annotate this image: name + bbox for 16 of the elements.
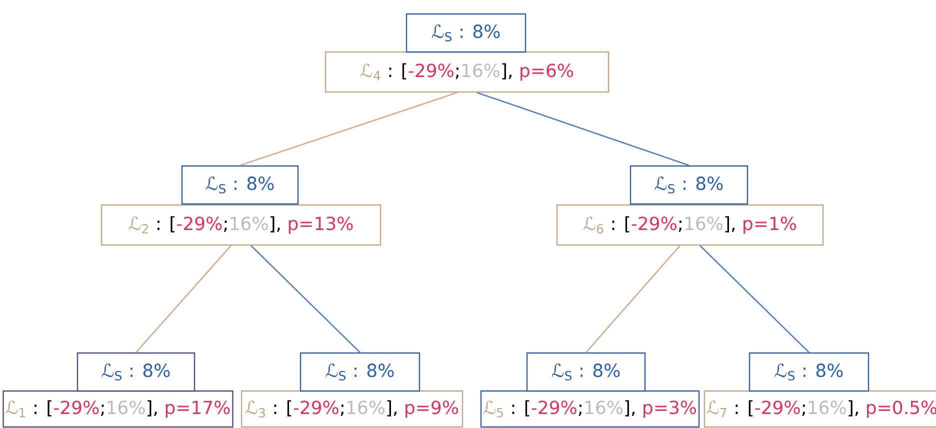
connector-line [240, 92, 458, 166]
interval-box: ℒ$_{3}$ : [-29%; 16%], p=9% [240, 390, 464, 428]
interval-box: ℒ$_{5}$ : [-29%; 16%], p=3% [480, 390, 700, 428]
metric-box: ℒ$_{S}$ : 8% [406, 13, 526, 53]
metric-box: ℒ$_{S}$ : 8% [76, 352, 196, 392]
connector-line [700, 245, 810, 353]
connector-line [476, 92, 690, 166]
metric-box: ℒ$_{S}$ : 8% [181, 165, 299, 205]
metric-box: ℒ$_{S}$ : 8% [748, 352, 870, 392]
metric-box: ℒ$_{S}$ : 8% [300, 352, 420, 392]
connector-line [250, 245, 360, 353]
metric-box: ℒ$_{S}$ : 8% [526, 352, 646, 392]
connector-line [586, 245, 680, 353]
interval-box: ℒ$_{1}$ : [-29%; 16%], p=17% [2, 390, 234, 428]
connector-line [136, 245, 232, 353]
metric-box: ℒ$_{S}$ : 8% [630, 165, 748, 205]
